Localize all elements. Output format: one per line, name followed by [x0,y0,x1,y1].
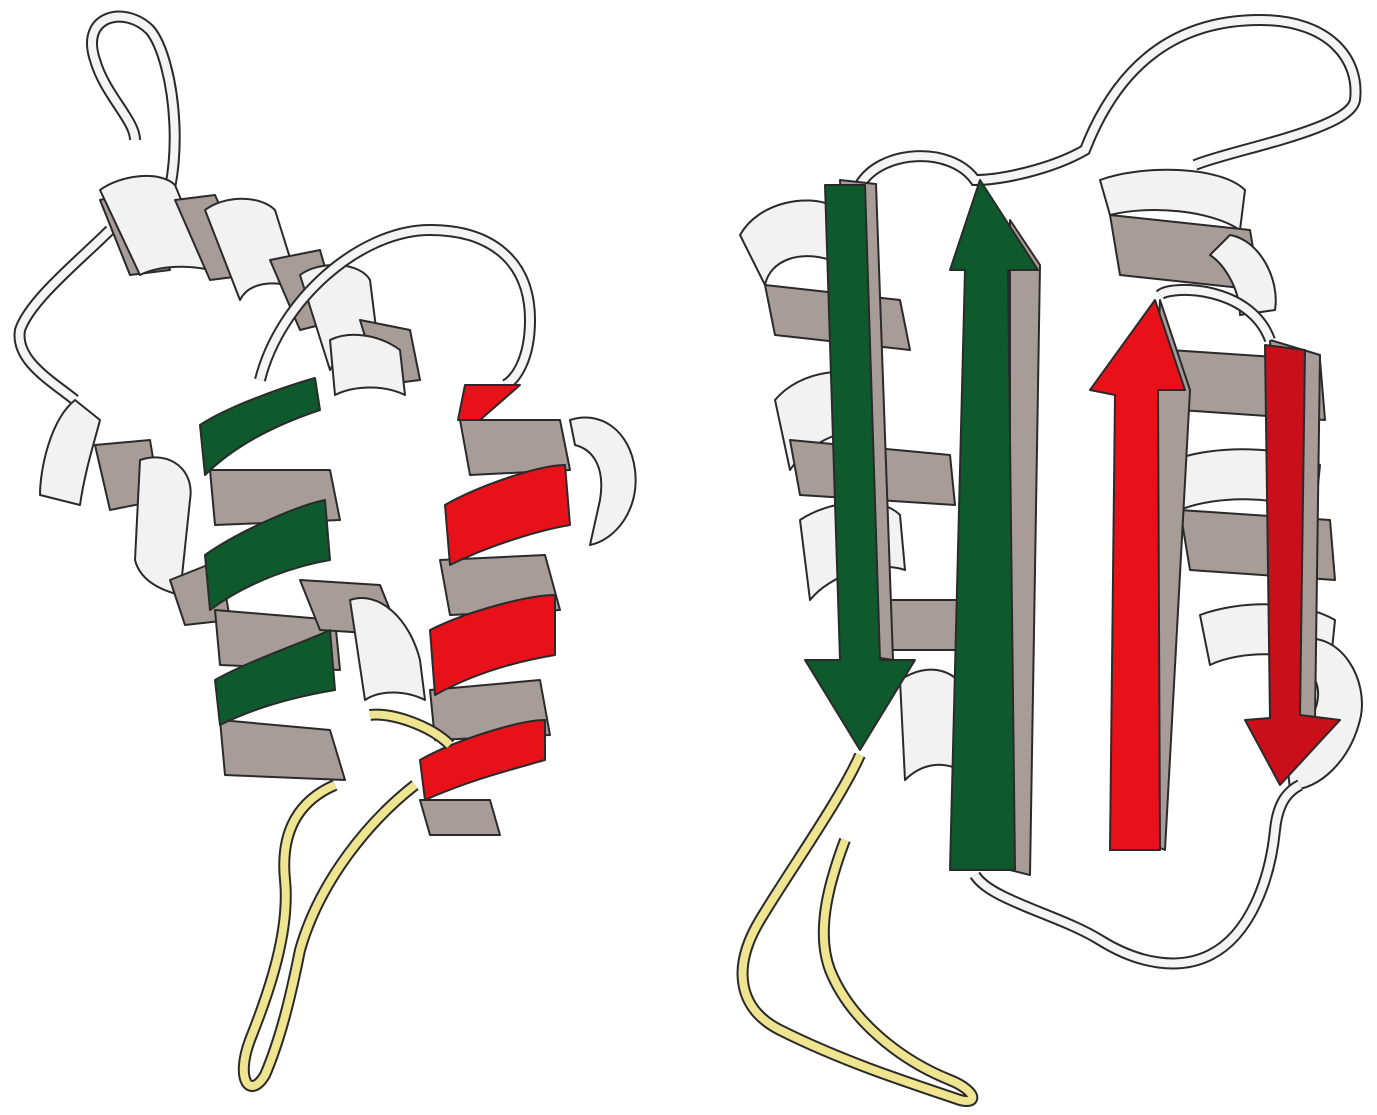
right-top-loop [860,20,1356,185]
right-protein-structure [740,20,1362,1101]
right-red-strand-up [1090,300,1190,850]
left-green-helix [200,378,335,725]
left-right-white-helix [570,417,636,545]
right-green-strand-up [950,180,1040,875]
right-yellow-tail [743,755,973,1101]
left-protein-structure [20,17,636,1086]
left-center-white-helix [330,335,425,700]
